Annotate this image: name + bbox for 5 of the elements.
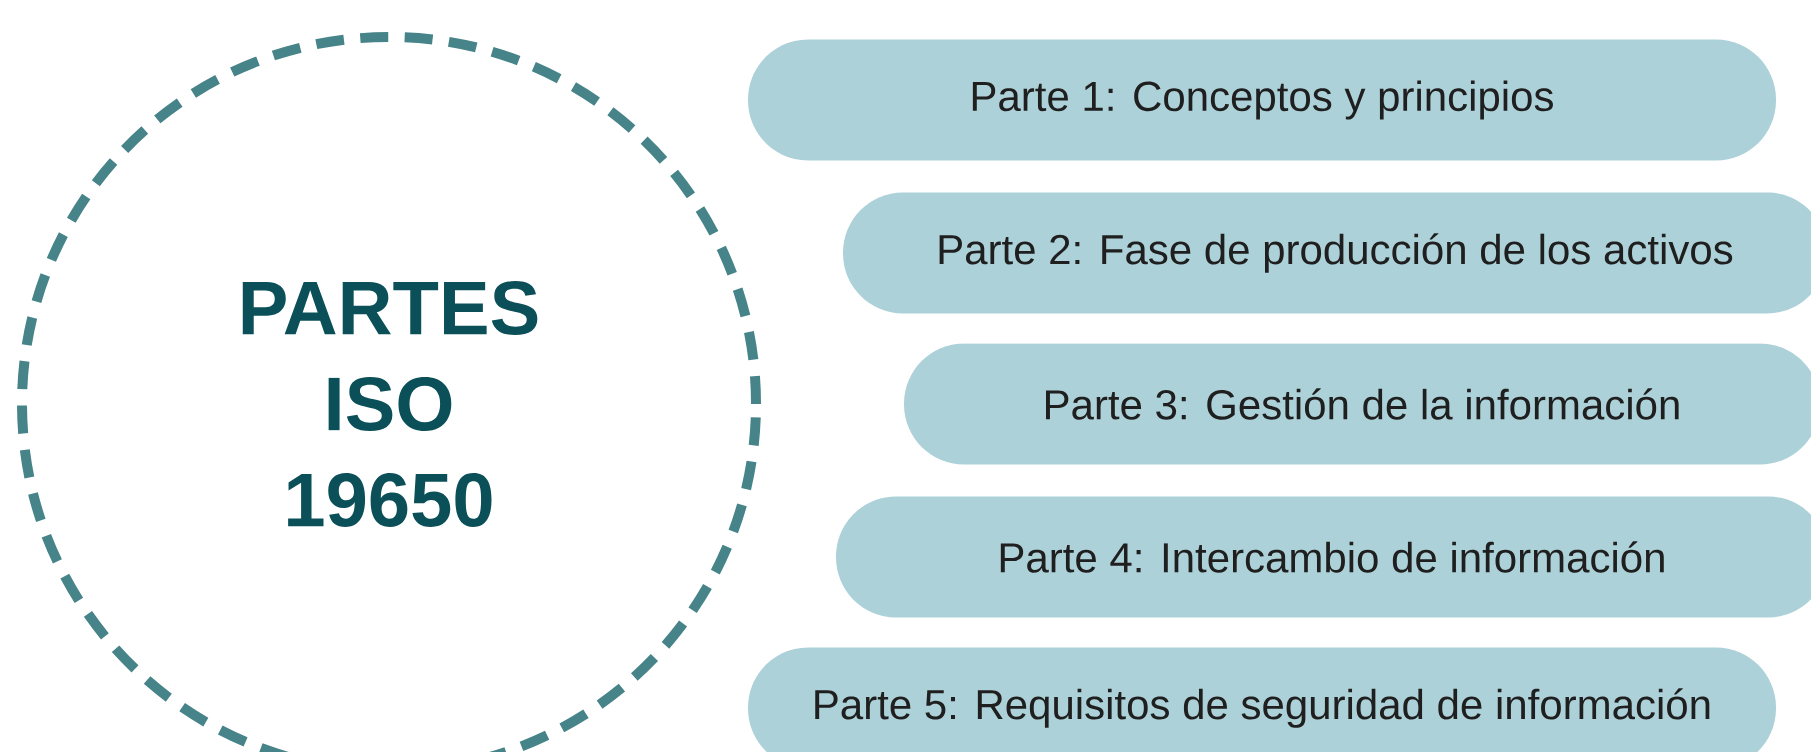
pill-box: Parte 5: Requisitos de seguridad de información (748, 647, 1776, 752)
pill-box: Parte 2: Fase de producción de los activos (843, 192, 1811, 314)
pill-box: Parte 3: Gestión de la información (904, 343, 1811, 465)
pill-box: Parte 4: Intercambio de información (836, 496, 1811, 618)
pill-box: Parte 1: Conceptos y principios (748, 39, 1776, 161)
